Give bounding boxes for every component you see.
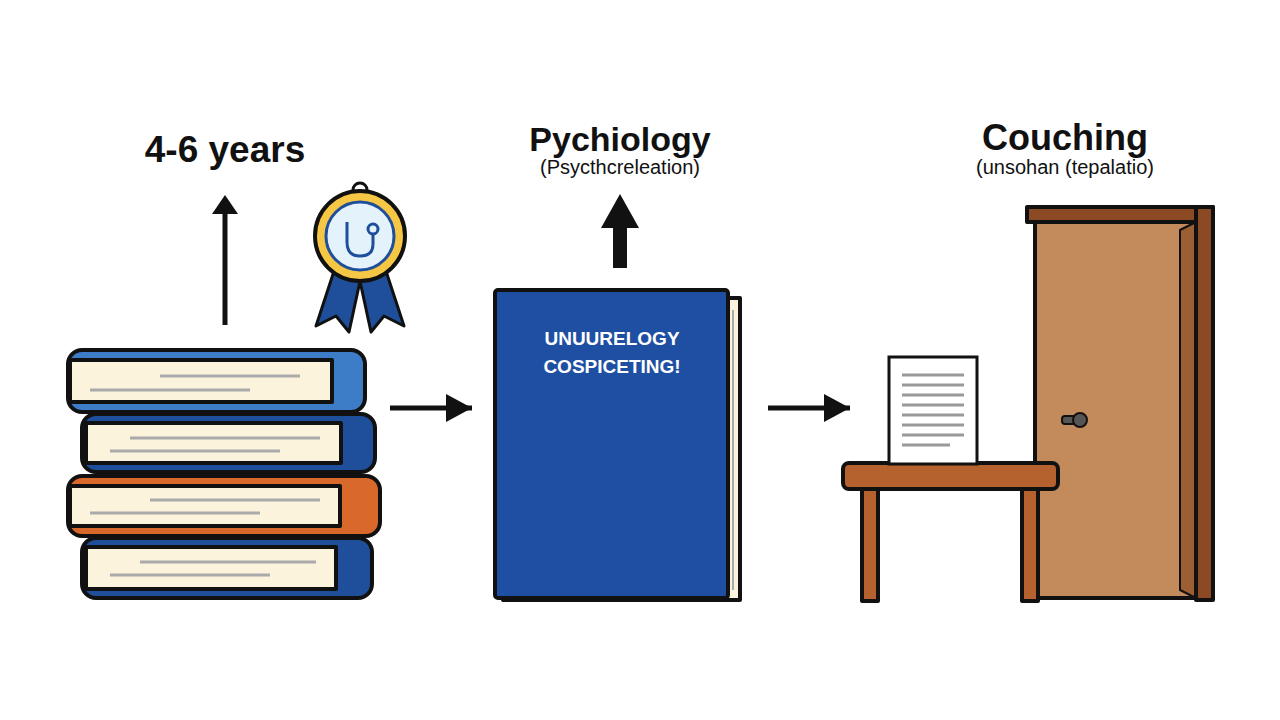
stage-heading: 4-6 years <box>60 125 390 175</box>
flow-arrow <box>768 406 850 411</box>
page-line <box>160 375 300 378</box>
book-cover-title: UNUURELOGY COSPICETING! <box>497 325 727 381</box>
stage-office: Couching(unsohan (tepalatio) <box>850 113 1280 610</box>
table-leg <box>1022 489 1038 601</box>
blue-book <box>495 290 740 600</box>
table-leg <box>862 489 878 601</box>
book-cover <box>68 476 380 536</box>
book-pages <box>86 547 336 589</box>
door <box>1027 207 1213 600</box>
up-arrow <box>212 195 238 325</box>
table-top <box>843 463 1058 489</box>
arrow-head <box>601 194 639 228</box>
page-line <box>140 561 316 564</box>
paper-line <box>902 394 964 397</box>
page-line <box>130 437 320 440</box>
paper <box>889 357 977 464</box>
book-cover <box>68 350 365 412</box>
door-frame <box>1196 207 1213 600</box>
book-pages <box>86 423 341 463</box>
book-pages <box>70 360 332 402</box>
paper-line <box>902 384 964 387</box>
stage-books: 4-6 years <box>60 125 390 610</box>
table <box>843 463 1058 601</box>
page-line <box>150 499 320 502</box>
page-line <box>110 450 280 453</box>
stage-subheading: (unsohan (tepalatio) <box>850 155 1280 179</box>
stage-subheading: (Psycthcreleation) <box>472 155 768 179</box>
book-cover <box>82 538 372 598</box>
page-line <box>90 389 250 392</box>
medal-inner <box>326 202 394 270</box>
stethoscope-symbol <box>368 224 378 234</box>
paper-line <box>902 404 964 407</box>
paper-line <box>902 424 964 427</box>
door-panel <box>1035 222 1196 598</box>
paper-line <box>902 414 964 417</box>
paper-line <box>902 374 964 377</box>
stage-heading: Couching <box>850 113 1280 163</box>
medal-disc <box>315 191 405 281</box>
paper-line <box>902 444 950 447</box>
page-line <box>110 574 270 577</box>
page-line <box>90 512 260 515</box>
medal-icon <box>315 183 405 332</box>
stage-heading: Pychiology <box>472 115 768 163</box>
book-pages <box>70 486 340 526</box>
book-cover <box>495 290 728 598</box>
arrow-head <box>212 195 238 214</box>
book-cover <box>82 414 375 472</box>
arrow-shaft <box>223 210 228 325</box>
door-frame <box>1027 207 1213 222</box>
page-line <box>732 310 734 590</box>
stage-book: Pychiology(Psycthcreleation) UNUURELOGY C… <box>472 113 768 610</box>
paper-line <box>902 434 964 437</box>
door-edge <box>1180 222 1196 598</box>
paper-sheet <box>889 357 977 464</box>
flow-arrow <box>390 406 472 411</box>
up-arrow <box>601 194 639 268</box>
book-stack <box>68 350 380 598</box>
door-knob <box>1073 413 1087 427</box>
arrow-shaft <box>613 226 627 268</box>
